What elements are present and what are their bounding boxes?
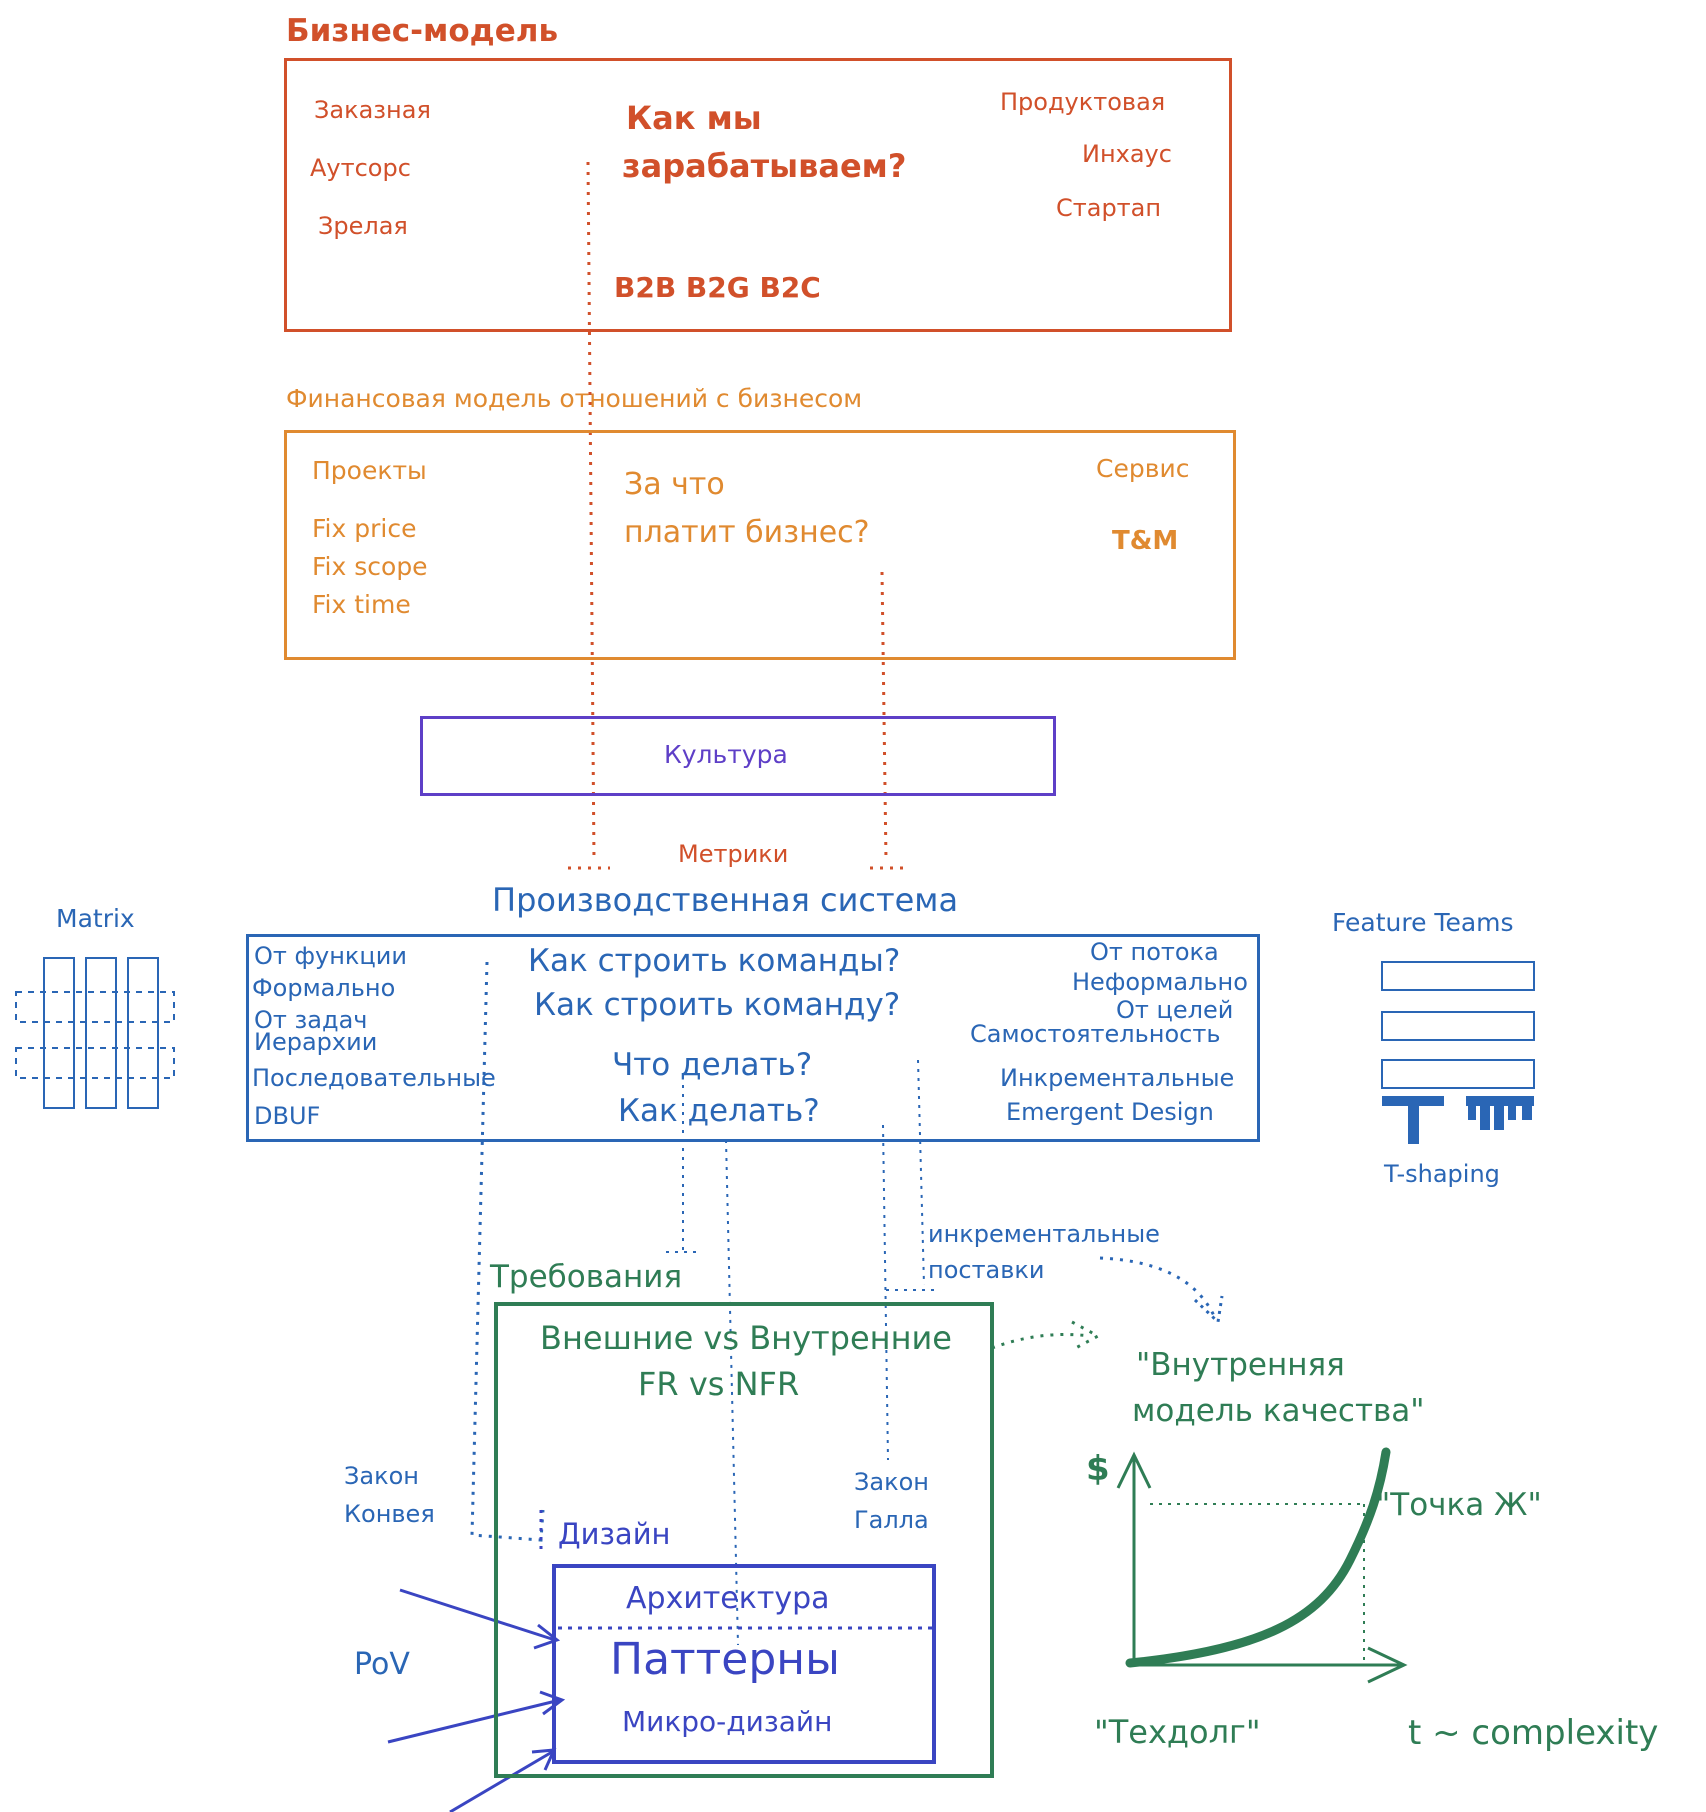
green-dotted-arrow bbox=[991, 1320, 1102, 1352]
production-right-item: От целей bbox=[1116, 996, 1234, 1024]
blue-dotted-gall bbox=[882, 1124, 889, 1461]
production-right-item: Emergent Design bbox=[1006, 1098, 1214, 1126]
blue-dotted-design-center bbox=[725, 1139, 739, 1646]
chart-point-label: "Точка Ж" bbox=[1376, 1487, 1542, 1523]
culture-box bbox=[420, 716, 1056, 796]
gall-law-line2: Галла bbox=[854, 1506, 929, 1534]
x-axis-arrowhead bbox=[1367, 1646, 1408, 1684]
quality-model-line1: "Внутренняя bbox=[1136, 1347, 1345, 1383]
t-shaping-label: T-shaping bbox=[1384, 1160, 1500, 1188]
business-model-question-line1: Как мы bbox=[626, 99, 762, 137]
feature-teams-icon bbox=[1381, 961, 1535, 1089]
production-right-item: Неформально bbox=[1072, 968, 1248, 996]
production-center-question: Как строить команду? bbox=[534, 987, 901, 1023]
production-left-item: DBUF bbox=[254, 1102, 321, 1130]
finance-model-left-item: Fix scope bbox=[312, 552, 428, 581]
production-right-item: Инкрементальные bbox=[1000, 1064, 1235, 1092]
matrix-label: Matrix bbox=[56, 904, 135, 933]
metrics-label: Метрики bbox=[678, 840, 789, 868]
matrix-icon bbox=[15, 957, 175, 1109]
finance-model-title: Финансовая модель отношений с бизнесом bbox=[286, 384, 863, 413]
chart-x-label: t ~ complexity bbox=[1408, 1713, 1659, 1753]
design-title: Дизайн bbox=[558, 1517, 671, 1551]
production-system-title: Производственная система bbox=[492, 881, 959, 919]
business-model-box bbox=[284, 58, 1232, 332]
incremental-line2: поставки bbox=[928, 1256, 1045, 1284]
production-left-item: Иерархии bbox=[254, 1028, 378, 1056]
gall-law-line1: Закон bbox=[854, 1468, 929, 1496]
requirements-title: Требования bbox=[490, 1259, 683, 1295]
blue-dotted-incremental bbox=[886, 1059, 938, 1291]
incremental-line1: инкрементальные bbox=[928, 1220, 1160, 1248]
design-patterns: Паттерны bbox=[610, 1634, 840, 1685]
business-model-question-line2: зарабатываем? bbox=[622, 147, 907, 185]
business-model-segments: B2B B2G B2C bbox=[614, 271, 821, 304]
business-model-left-item: Аутсорс bbox=[310, 154, 411, 182]
finance-model-right-item: T&M bbox=[1112, 526, 1179, 556]
design-micro: Микро-дизайн bbox=[622, 1705, 833, 1738]
pov-label: PoV bbox=[354, 1647, 410, 1682]
production-right-item: От потока bbox=[1090, 938, 1219, 966]
design-box bbox=[552, 1564, 936, 1764]
feature-teams-label: Feature Teams bbox=[1332, 908, 1514, 937]
production-system-box bbox=[246, 934, 1260, 1142]
requirements-line2: FR vs NFR bbox=[638, 1365, 800, 1403]
business-model-left-item: Зрелая bbox=[318, 212, 408, 240]
production-left-item: Последовательные bbox=[252, 1064, 496, 1092]
culture-label: Культура bbox=[664, 740, 788, 769]
finance-model-left-item: Fix price bbox=[312, 514, 417, 543]
production-left-item: От задач bbox=[254, 1006, 368, 1034]
finance-model-left-item: Проекты bbox=[312, 456, 427, 485]
production-center-question: Как делать? bbox=[618, 1093, 820, 1129]
production-center-question: Как строить команды? bbox=[528, 943, 901, 979]
business-model-right-item: Продуктовая bbox=[1000, 88, 1166, 116]
business-model-right-item: Стартап bbox=[1056, 194, 1162, 222]
techdebt-chart bbox=[1116, 1447, 1408, 1684]
chart-debt-label: "Техдолг" bbox=[1094, 1713, 1261, 1751]
finance-model-box bbox=[284, 430, 1236, 660]
production-center-question: Что делать? bbox=[612, 1047, 813, 1083]
red-dotted-connector-right bbox=[870, 571, 904, 870]
blue-dotted-arrowhead bbox=[1193, 1295, 1224, 1326]
t-shape-icon bbox=[1382, 1096, 1534, 1144]
finance-model-left-item: Fix time bbox=[312, 590, 411, 619]
blue-dotted-requirements-left bbox=[666, 1085, 700, 1253]
production-left-item: Формально bbox=[252, 974, 396, 1002]
production-right-item: Самостоятельность bbox=[970, 1020, 1221, 1048]
conway-law-line1: Закон bbox=[344, 1462, 419, 1490]
production-left-item: От функции bbox=[254, 942, 407, 970]
business-model-title: Бизнес-модель bbox=[286, 13, 559, 49]
requirements-box bbox=[494, 1302, 994, 1778]
finance-model-right-item: Сервис bbox=[1096, 454, 1190, 483]
requirements-line1: Внешние vs Внутренние bbox=[540, 1319, 952, 1357]
finance-model-question-line1: За что bbox=[624, 467, 725, 502]
conway-law-line2: Конвея bbox=[344, 1500, 435, 1528]
chart-y-label: $ bbox=[1086, 1449, 1110, 1489]
quality-model-line2: модель качества" bbox=[1132, 1393, 1425, 1429]
business-model-right-item: Инхаус bbox=[1082, 140, 1172, 168]
finance-model-question-line2: платит бизнес? bbox=[624, 515, 870, 550]
red-dotted-connector-left bbox=[568, 161, 610, 870]
y-axis-arrowhead bbox=[1116, 1451, 1152, 1489]
techdebt-curve bbox=[1125, 1447, 1391, 1668]
blue-dotted-arrow-quality bbox=[1099, 1256, 1217, 1319]
business-model-left-item: Заказная bbox=[314, 96, 431, 124]
design-architecture: Архитектура bbox=[626, 1581, 830, 1616]
